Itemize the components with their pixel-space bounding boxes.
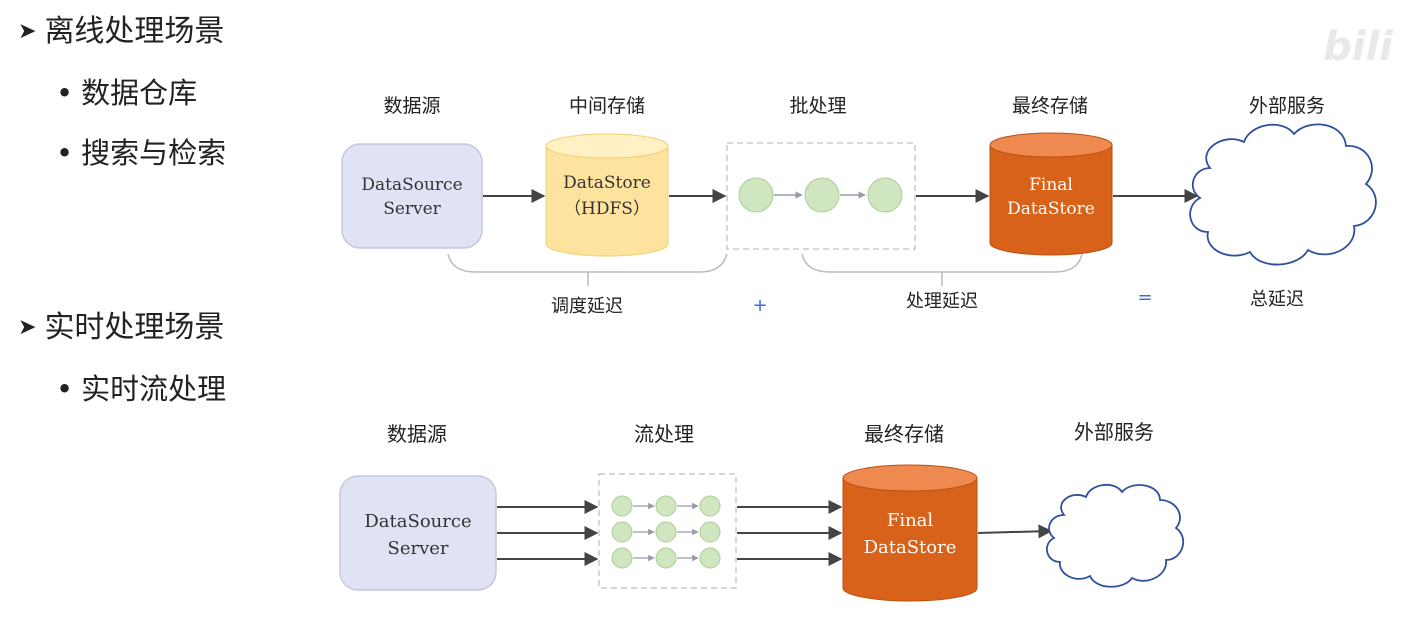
stream-process-box	[598, 473, 737, 589]
offline-section: ➤ 离线处理场景 •数据仓库 •搜索与检索	[18, 14, 226, 171]
stream-node	[655, 495, 677, 517]
batch-process-box	[726, 142, 916, 250]
offline-item-label: 数据仓库	[81, 76, 198, 110]
stream-node	[611, 521, 633, 543]
batch-label-final: 最终存储	[1012, 95, 1088, 117]
batch-source-line1: DataSource	[361, 175, 462, 195]
stream-node	[655, 521, 677, 543]
dot-bullet-icon: •	[56, 76, 74, 110]
latency-schedule: 调度延迟	[551, 296, 623, 317]
batch-diagram: 数据源 中间存储 批处理 最终存储 外部服务 DataSource Server…	[341, 95, 1377, 317]
offline-item-label: 搜索与检索	[81, 136, 227, 170]
stream-source-line2: Server	[387, 538, 448, 559]
stream-final-line1: Final	[887, 510, 934, 531]
stream-label-stream: 流处理	[634, 422, 694, 446]
latency-total: 总延迟	[1250, 289, 1304, 310]
stream-final-line2: DataStore	[864, 537, 957, 558]
stream-diagram: 数据源 流处理 最终存储 外部服务 DataSource Server	[339, 420, 1185, 602]
batch-label-source: 数据源	[383, 95, 440, 117]
stream-source-box	[339, 475, 497, 591]
arrow-bullet-icon: ➤	[18, 315, 37, 340]
stream-label-external: 外部服务	[1074, 420, 1154, 444]
stream-cloud-icon	[1046, 483, 1185, 588]
offline-heading: ➤ 离线处理场景	[18, 14, 226, 53]
batch-source-line2: Server	[383, 199, 441, 219]
realtime-item-label: 实时流处理	[81, 372, 227, 406]
latency-plus: +	[752, 295, 767, 316]
dot-bullet-icon: •	[56, 136, 74, 170]
stream-node	[699, 521, 721, 543]
offline-item-warehouse: •数据仓库	[56, 75, 226, 111]
stream-source-line1: DataSource	[364, 511, 471, 532]
arrow-bullet-icon: ➤	[18, 19, 37, 44]
batch-node	[867, 177, 903, 213]
batch-final-cylinder	[989, 132, 1113, 256]
watermark-logo: bili	[1323, 24, 1394, 70]
realtime-section: ➤ 实时处理场景 •实时流处理	[18, 310, 226, 407]
process-bracket	[801, 253, 1083, 273]
batch-label-intermediate: 中间存储	[569, 95, 645, 117]
stream-final-cylinder	[842, 464, 978, 602]
batch-label-external: 外部服务	[1249, 95, 1325, 117]
stream-node	[611, 547, 633, 569]
stream-node	[699, 547, 721, 569]
realtime-heading: ➤ 实时处理场景	[18, 310, 226, 349]
stream-arrow-out	[977, 524, 1053, 539]
batch-cloud-icon	[1189, 123, 1377, 266]
hdfs-line1: DataStore	[563, 173, 651, 193]
stream-node	[611, 495, 633, 517]
hdfs-line2: （HDFS）	[564, 199, 650, 219]
stream-label-source: 数据源	[387, 422, 447, 446]
batch-source-box	[341, 143, 483, 249]
stream-node	[699, 495, 721, 517]
realtime-title: 实时处理场景	[44, 310, 225, 345]
stream-label-final: 最终存储	[864, 422, 944, 446]
batch-node	[804, 177, 840, 213]
batch-final-line2: DataStore	[1007, 199, 1095, 219]
batch-label-batch: 批处理	[789, 95, 846, 117]
hdfs-cylinder	[545, 133, 669, 257]
latency-equals: =	[1137, 287, 1152, 308]
dot-bullet-icon: •	[56, 372, 74, 406]
offline-title: 离线处理场景	[44, 14, 225, 49]
batch-final-line1: Final	[1029, 175, 1073, 195]
stream-node	[655, 547, 677, 569]
batch-node	[738, 177, 774, 213]
latency-process: 处理延迟	[906, 291, 978, 312]
realtime-item-stream: •实时流处理	[56, 371, 226, 407]
offline-item-search: •搜索与检索	[56, 135, 226, 171]
schedule-bracket	[447, 253, 728, 273]
